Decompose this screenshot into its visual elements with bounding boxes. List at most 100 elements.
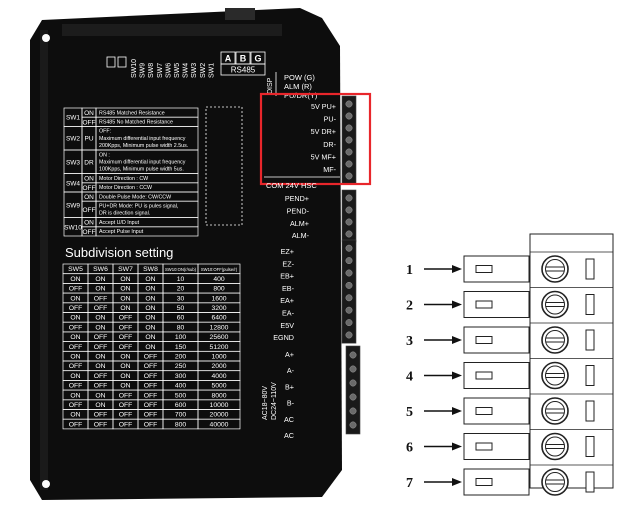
subdivision-cell-text: OFF [94,383,108,390]
terminal-screw [345,136,353,144]
terminal-strip [341,95,361,435]
sw-desc-text: DR is direction signal. [99,211,150,217]
subdivision-cell-text: 50 [177,305,185,312]
terminal-screw [349,365,357,373]
pin-arrow-head [452,407,462,415]
pin-window [585,329,595,351]
pin-screw-inner [545,330,565,350]
rs485-letter-b: B [240,54,247,64]
subdivision-cell-text: 100 [175,334,187,341]
subdivision-cell-text: 60 [177,315,185,322]
pin-socket [463,326,530,354]
sw-desc-text: Motor Direction : CCW [99,185,152,191]
motor-power-terminal-label: A- [287,366,295,375]
power-note-ac: AC18~80V [262,386,269,420]
subdivision-cell-text: ON [70,373,80,380]
subdivision-cell-text: 150 [175,344,187,351]
rs485-letter-a: A [225,54,232,64]
subdivision-cell-text: OFF [94,295,108,302]
signal-terminal-label: PU- [324,115,337,124]
motor-power-terminal-label: B- [287,399,295,408]
pin-number-5: 5 [406,405,413,420]
dip-label-sw6: SW6 [165,63,172,78]
encoder-terminal-label: EB+ [280,272,294,281]
subdivision-cell-text: OFF [119,334,133,341]
pin-window [585,365,595,386]
dip-label-sw1: SW1 [208,63,215,78]
signal-terminal-label: DR- [323,140,336,149]
terminal-block [345,345,361,435]
subdivision-cell-text: ON [70,412,80,419]
sw-id-text: SW1 [66,115,80,122]
subdivision-cell-text: OFF [144,383,158,390]
subdivision-cell-text: ON [95,276,105,283]
subdivision-cell-text: OFF [119,324,133,331]
subdivision-cell-text: OFF [119,315,133,322]
terminal-screw [345,269,353,277]
top-tab [225,8,255,20]
terminal-screw [349,351,357,359]
terminal-screw [345,244,353,252]
subdivision-cell-text: 80 [177,324,185,331]
pin-arrow-head [452,442,462,451]
disp-line-pow: POW (G) [284,73,315,82]
subdivision-cell-text: OFF [119,402,133,409]
terminal-screw [345,306,353,314]
subdivision-cell-text: OFF [69,305,83,312]
pin-screw-inner [545,365,565,386]
pin-window [585,471,595,493]
label-icon [106,56,116,68]
subdivision-cell-text: 20000 [210,412,229,419]
terminal-screw [345,206,353,214]
terminal-screw [349,379,357,387]
subdivision-cell-text: 5000 [211,383,226,390]
small-icons [106,56,127,68]
sw-id-text: SW4 [66,180,80,187]
pin-number-3: 3 [406,334,413,349]
subdivision-cell-text: 400 [175,383,187,390]
sw-desc-text: Maximum differential input frequency [99,136,186,142]
mount-hole-top [42,34,50,42]
pin-screw-inner [545,436,565,457]
pin-socket [463,362,530,389]
terminal-screw [345,112,353,120]
left-fin [40,30,48,490]
subdivision-cell-text: OFF [144,402,158,409]
rs485-block: A B G RS485 [220,51,266,76]
subdivision-cell-text: OFF [94,344,108,351]
subdivision-cell [197,418,241,430]
subdivision-cell-text: OFF [119,421,133,428]
rs485-label: RS485 [231,66,256,75]
subdivision-cell-text: ON [145,344,155,351]
motor-power-terminal-label: AC [284,415,294,424]
subdivision-cell-text: ON [145,334,155,341]
subdivision-cell-text: OFF [119,392,133,399]
subdivision-cell-text: OFF [144,354,158,361]
subdivision-cell-text: OFF [69,421,83,428]
subdivision-cell-text: OFF [144,373,158,380]
terminal-screw [345,281,353,289]
pend-alm-terminal-label: PEND- [287,206,310,215]
terminal-screw [345,148,353,156]
subdivision-cell-text: OFF [119,412,133,419]
subdivision-cell-text: OFF [144,392,158,399]
sw-id-text: SW9 [66,202,80,209]
subdivision-cell-text: 12800 [210,324,229,331]
subdivision-cell-text: ON [120,286,130,293]
subdivision-cell-text: ON [145,315,155,322]
subdivision-cell-text: ON [95,392,105,399]
subdivision-cell-text: ON [145,295,155,302]
subdivision-cell-text: ON [70,295,80,302]
terminal-block [341,239,357,344]
subdivision-cell-text: OFF [69,344,83,351]
pin-socket [463,397,530,425]
sw-desc-text: PU+DR Mode: PU is pules signal, [99,204,178,210]
terminal-screw [345,218,353,226]
pin-slot [475,265,493,273]
sw-desc-text: 200Kpps, Minimum pulse width 2.5us. [99,143,188,149]
sw-desc-text: RS485 Matched Resistance [99,110,165,116]
subdivision-header-text: SW8 [143,266,158,273]
terminal-screw [345,100,353,108]
sw-desc-text: RS485 No Matched Resistance [99,120,173,126]
